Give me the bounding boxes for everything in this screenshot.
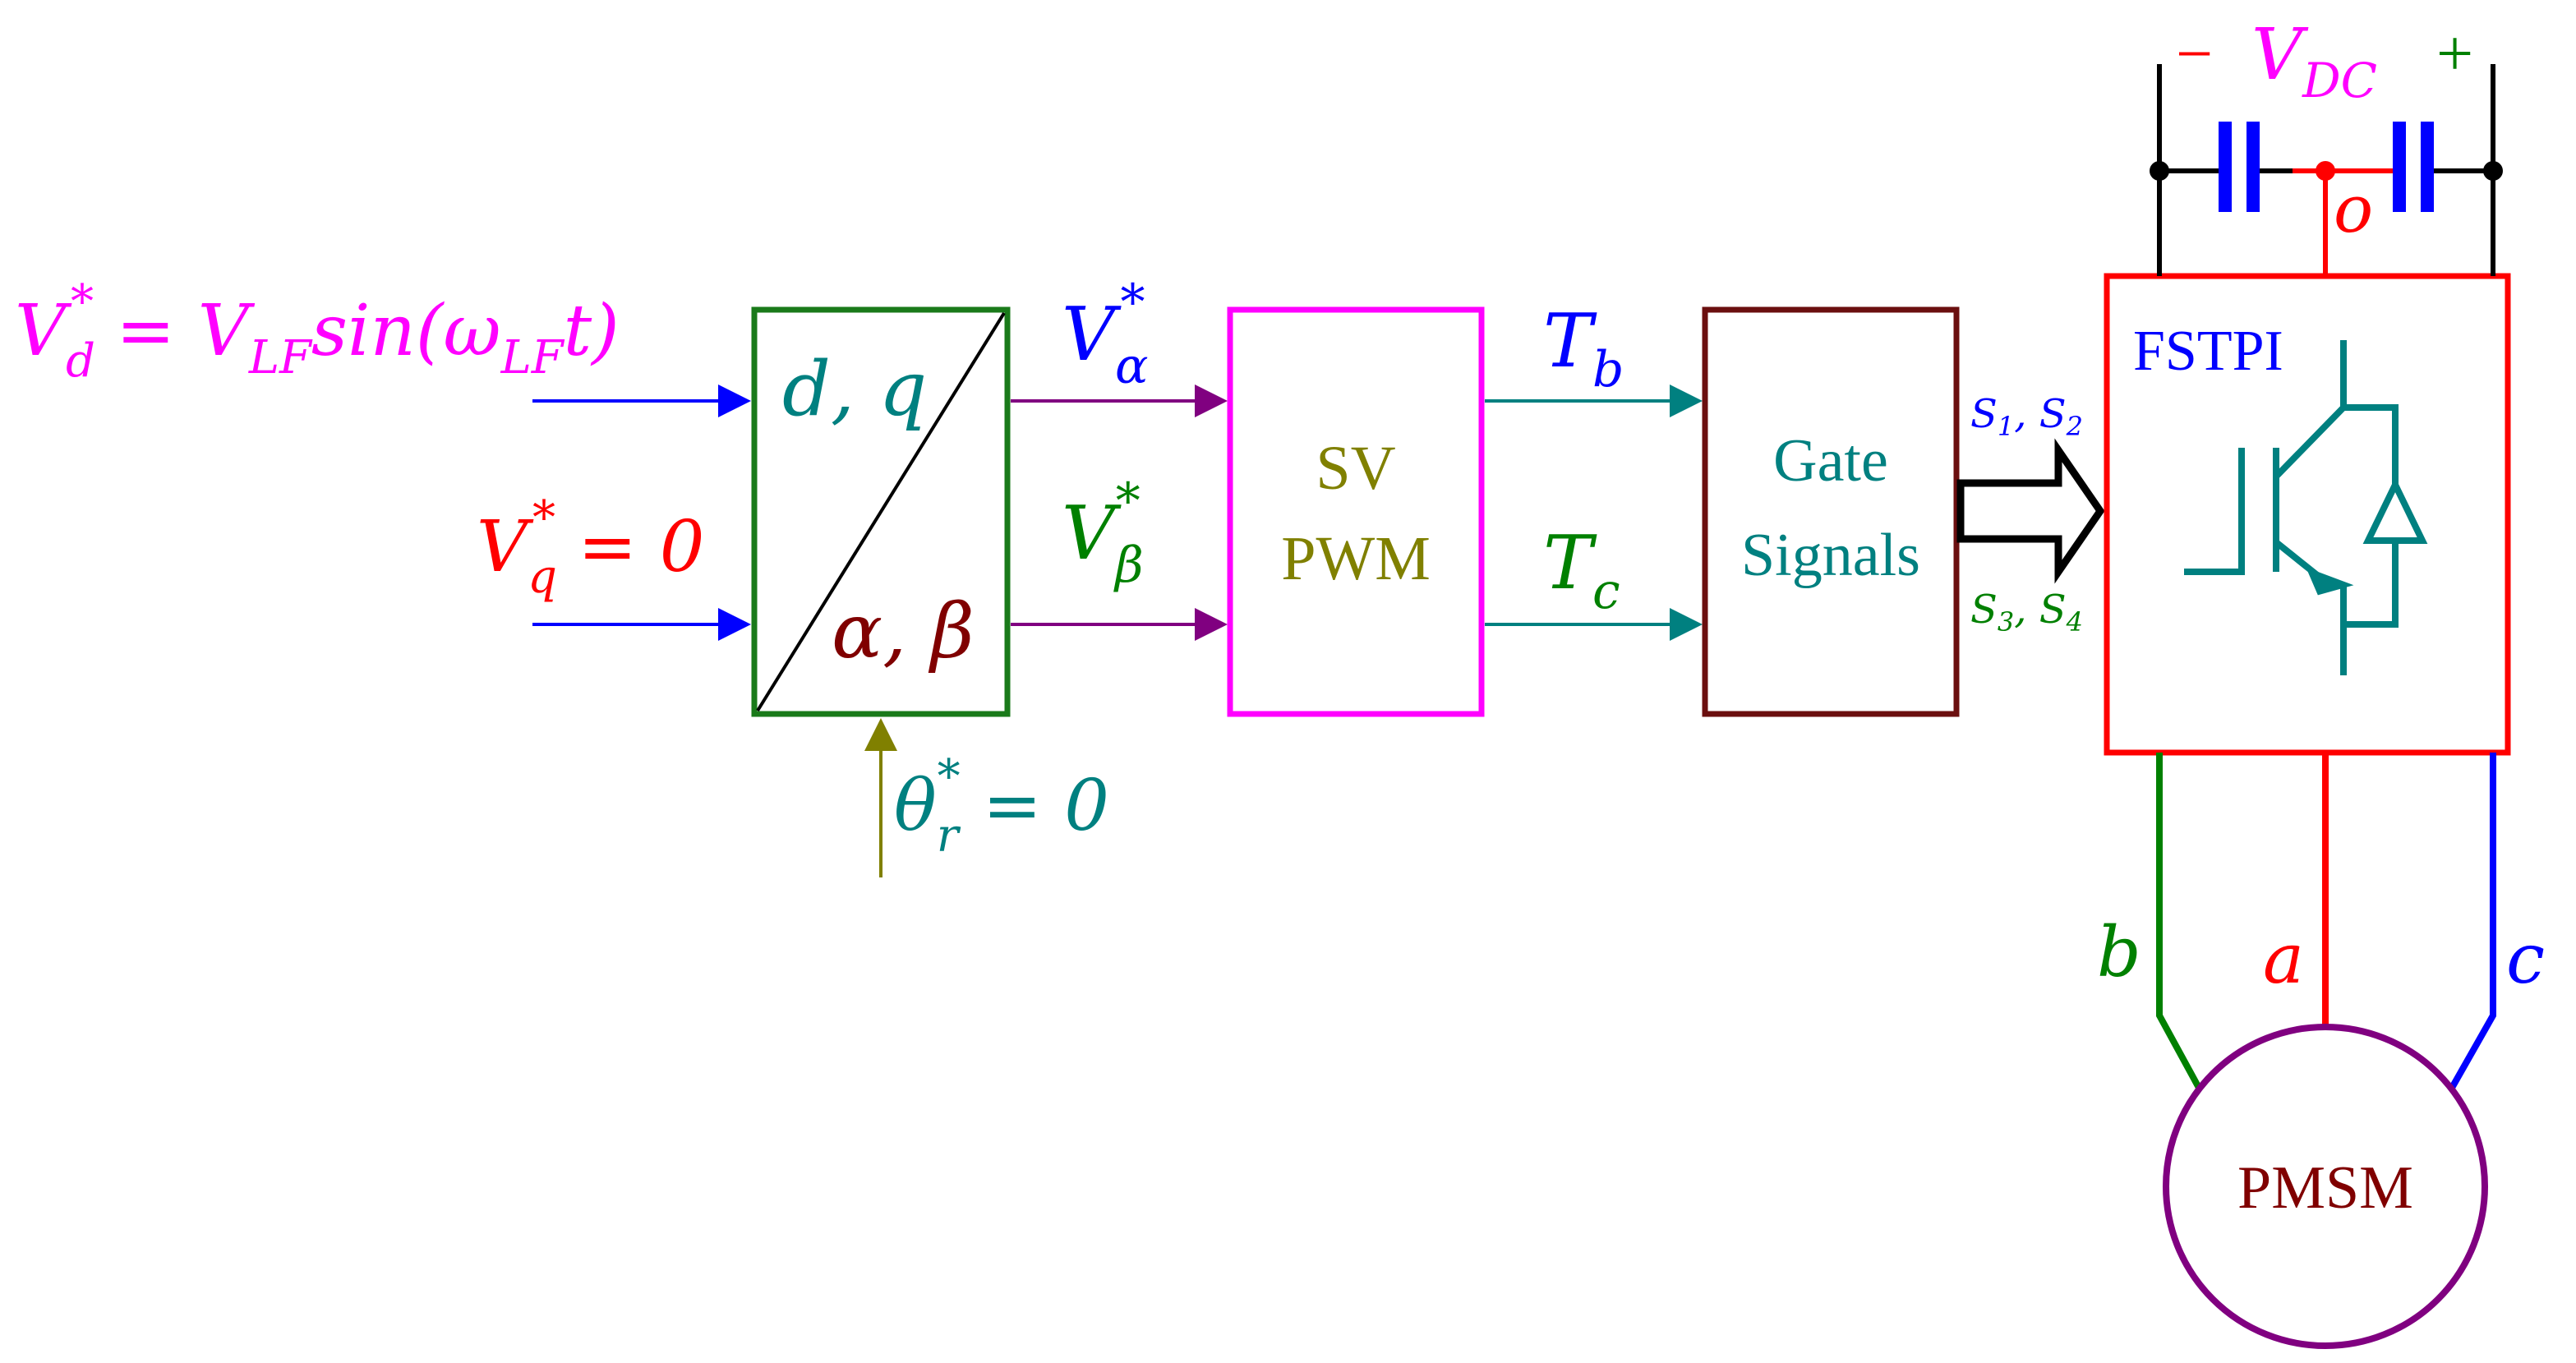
s1-s2-label: S1, S2: [1970, 391, 2083, 442]
phase-b-label: b: [2097, 912, 2141, 992]
t-b-label: Tb: [1543, 298, 1624, 398]
park-transform-block: [751, 306, 1011, 717]
phase-c-line: [2449, 753, 2496, 1089]
gate-signals-block: [1702, 306, 1960, 717]
phase-b-line: [2156, 753, 2202, 1089]
dc-capacitor-right: [2393, 122, 2434, 212]
dc-minus-label: −: [2176, 18, 2213, 90]
svpwm-block: [1227, 306, 1485, 717]
theta-reference-label: θr* = 0: [894, 750, 1109, 863]
phase-a-label: a: [2263, 919, 2304, 999]
fstpi-label: FSTPI: [2133, 320, 2283, 383]
vq-reference-label: Vq* = 0: [477, 491, 704, 604]
s3-s4-label: S3, S4: [1970, 587, 2083, 638]
v-beta-label: Vβ*: [1062, 472, 1144, 594]
pmsm-label: PMSM: [2237, 1154, 2413, 1222]
vd-reference-label: Vd* = VLFsin(ωLFt): [15, 275, 620, 388]
dc-midpoint-node: [2316, 161, 2335, 181]
transform-diagonal: [756, 311, 1006, 712]
dc-node-left: [2150, 161, 2169, 181]
igbt-emitter-arrowhead: [2306, 567, 2354, 596]
svpwm-label-line1: SV: [1316, 434, 1395, 503]
transform-top-label: d, q: [782, 345, 927, 433]
t-c-label: Tc: [1543, 520, 1620, 620]
fstpi-block: [2104, 273, 2511, 756]
igbt-symbol: [2184, 340, 2428, 675]
transform-bottom-label: α, β: [832, 587, 975, 675]
vdc-label: VDC: [2251, 14, 2377, 108]
gate-label-line2: Signals: [1741, 522, 1920, 589]
phase-c-label: c: [2506, 919, 2545, 999]
gate-label-line1: Gate: [1773, 427, 1888, 495]
dc-node-right: [2483, 161, 2503, 181]
pmsm-motor: [2163, 1024, 2488, 1349]
dc-plus-label: +: [2436, 18, 2473, 90]
midpoint-o-label: o: [2334, 171, 2373, 247]
dc-capacitor-left: [2219, 122, 2260, 212]
v-alpha-label: Vα*: [1062, 274, 1149, 395]
svpwm-label-line2: PWM: [1281, 524, 1431, 593]
gate-bus-arrow: [1956, 438, 2105, 584]
